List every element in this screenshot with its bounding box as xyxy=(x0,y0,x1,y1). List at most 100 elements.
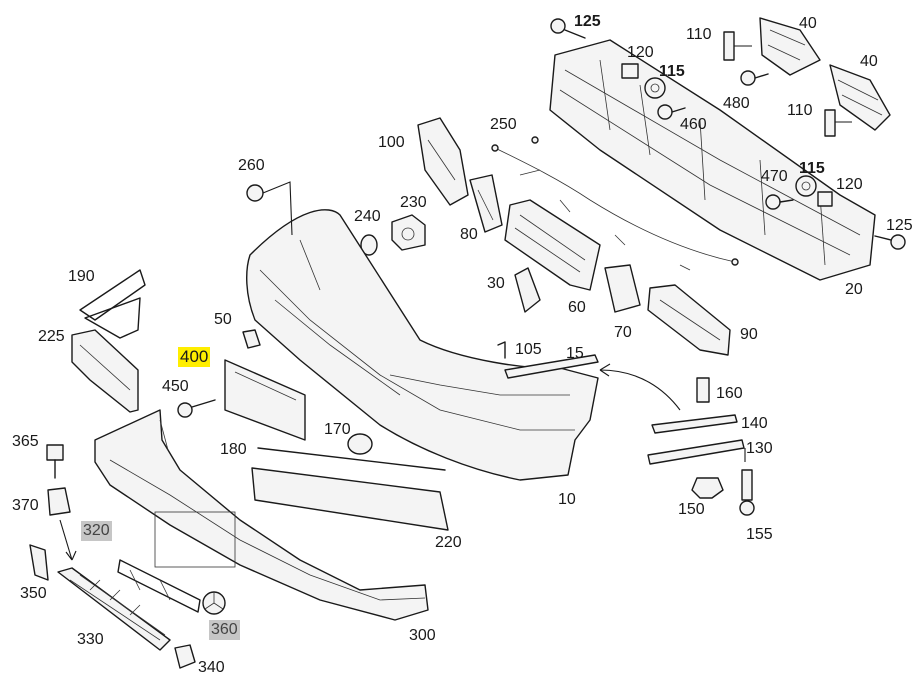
part-240-grommet xyxy=(360,234,378,256)
callout-260[interactable]: 260 xyxy=(238,157,265,174)
callout-330[interactable]: 330 xyxy=(77,631,104,648)
part-110-clip-upper xyxy=(723,31,752,61)
part-340-clip xyxy=(174,644,196,669)
part-15-trim-strip xyxy=(504,354,599,379)
callout-365[interactable]: 365 xyxy=(12,433,39,450)
reference-arrow-15 xyxy=(599,369,681,411)
part-90-absorber xyxy=(647,284,731,356)
callout-170[interactable]: 170 xyxy=(324,421,351,438)
callout-100[interactable]: 100 xyxy=(378,134,405,151)
part-300-lower-bumper xyxy=(94,409,429,621)
callout-10[interactable]: 10 xyxy=(558,491,576,508)
part-180-molding-strip xyxy=(257,447,446,471)
callout-320-greyed[interactable]: 320 xyxy=(81,521,112,541)
callout-130[interactable]: 130 xyxy=(746,440,773,457)
part-150-nut xyxy=(691,477,724,499)
callout-250[interactable]: 250 xyxy=(490,116,517,133)
callout-140[interactable]: 140 xyxy=(741,415,768,432)
part-70-bracket xyxy=(604,264,641,313)
callout-80[interactable]: 80 xyxy=(460,226,478,243)
callout-220[interactable]: 220 xyxy=(435,534,462,551)
part-225-side-bezel xyxy=(71,329,139,413)
part-470-screw xyxy=(765,194,794,210)
part-120-nut-lower xyxy=(817,191,833,207)
callout-480[interactable]: 480 xyxy=(723,95,750,112)
part-160-retainer xyxy=(696,377,710,403)
part-330-mesh-grille xyxy=(57,567,171,651)
callout-470[interactable]: 470 xyxy=(761,168,788,185)
part-20-bumper-beam xyxy=(549,39,876,281)
callout-340[interactable]: 340 xyxy=(198,659,225,676)
part-170-tow-cap xyxy=(347,433,373,455)
part-125-bolt-upper xyxy=(550,18,586,39)
part-80-bracket xyxy=(469,174,503,233)
part-450-screw xyxy=(177,399,216,418)
callout-115[interactable]: 115 xyxy=(659,63,685,80)
callout-240[interactable]: 240 xyxy=(354,208,381,225)
callout-125[interactable]: 125 xyxy=(574,13,601,30)
part-350-side-grille xyxy=(29,544,49,581)
part-110-clip-lower xyxy=(824,109,852,137)
part-115-washer-lower xyxy=(795,175,817,197)
part-40-bracket-lower xyxy=(829,64,891,131)
callout-370[interactable]: 370 xyxy=(12,497,39,514)
callout-105[interactable]: 105 xyxy=(515,341,542,358)
part-50-clip xyxy=(242,329,261,349)
part-140-guide-strip xyxy=(651,414,738,434)
callout-30[interactable]: 30 xyxy=(487,275,505,292)
part-60-energy-absorber xyxy=(504,199,601,291)
callout-300[interactable]: 300 xyxy=(409,627,436,644)
callout-225[interactable]: 225 xyxy=(38,328,65,345)
callout-15[interactable]: 15 xyxy=(566,345,584,362)
part-105-clip xyxy=(497,341,506,359)
callout-155[interactable]: 155 xyxy=(746,526,773,543)
part-360-emblem xyxy=(202,591,226,615)
callout-360-greyed[interactable]: 360 xyxy=(209,620,240,640)
callout-450[interactable]: 450 xyxy=(162,378,189,395)
part-40-bracket-upper xyxy=(759,17,821,76)
part-370-bracket xyxy=(47,487,71,516)
callout-120-lower[interactable]: 120 xyxy=(836,176,863,193)
callout-230[interactable]: 230 xyxy=(400,194,427,211)
callout-125-lower[interactable]: 125 xyxy=(886,217,913,234)
part-130-guide-rail xyxy=(647,439,745,465)
callout-110[interactable]: 110 xyxy=(686,26,712,43)
callout-110-lower[interactable]: 110 xyxy=(787,102,813,119)
part-155-bolt xyxy=(739,448,755,516)
callout-40[interactable]: 40 xyxy=(799,15,817,32)
part-400-license-plate-bracket xyxy=(224,359,306,441)
callout-180[interactable]: 180 xyxy=(220,441,247,458)
callout-150[interactable]: 150 xyxy=(678,501,705,518)
callout-120[interactable]: 120 xyxy=(627,44,654,61)
part-480-screw xyxy=(740,70,769,86)
part-260-bolt xyxy=(246,181,293,236)
callout-115-lower[interactable]: 115 xyxy=(799,160,825,177)
callout-90[interactable]: 90 xyxy=(740,326,758,343)
callout-60[interactable]: 60 xyxy=(568,299,586,316)
callout-40-lower[interactable]: 40 xyxy=(860,53,878,70)
part-10-bumper-cover xyxy=(246,209,599,481)
callout-400-highlighted[interactable]: 400 xyxy=(178,347,211,367)
part-460-screw xyxy=(657,104,686,120)
part-365-bolt xyxy=(46,444,64,479)
part-230-mount-block xyxy=(391,214,426,251)
part-220-side-molding xyxy=(251,467,449,531)
part-115-washer-upper xyxy=(644,77,666,99)
callout-50[interactable]: 50 xyxy=(214,311,232,328)
callout-460[interactable]: 460 xyxy=(680,116,707,133)
part-120-nut-upper xyxy=(621,63,639,79)
part-190-fog-frame xyxy=(79,269,146,339)
part-30-trim-piece xyxy=(514,267,541,313)
reference-arrow-15-head xyxy=(599,363,611,377)
callout-160[interactable]: 160 xyxy=(716,385,743,402)
part-125-bolt-lower xyxy=(874,234,906,250)
callout-190[interactable]: 190 xyxy=(68,268,95,285)
callout-20[interactable]: 20 xyxy=(845,281,863,298)
part-100-side-bracket xyxy=(417,117,469,206)
part-250-wiring-harness xyxy=(491,136,739,271)
callout-70[interactable]: 70 xyxy=(614,324,632,341)
callout-350[interactable]: 350 xyxy=(20,585,47,602)
reference-arrow-370 xyxy=(59,519,77,561)
